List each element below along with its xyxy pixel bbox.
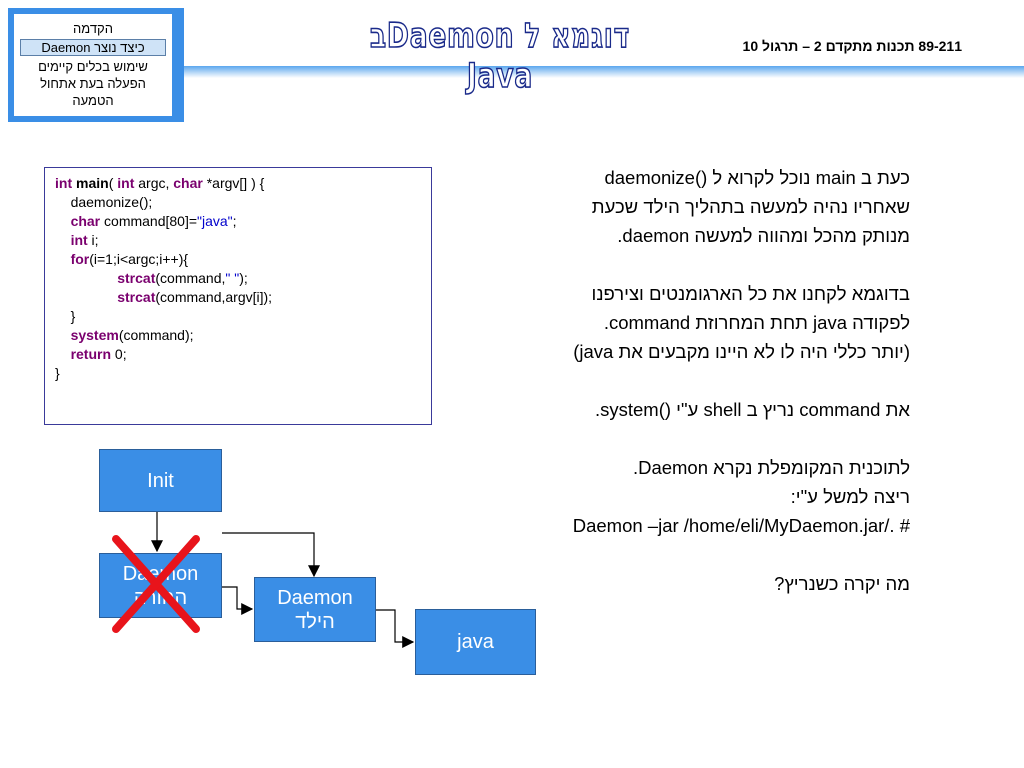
arrow-child-to-java xyxy=(375,609,415,648)
text-line: בדוגמא לקחנו את כל הארגומנטים וצירפנו xyxy=(591,283,910,304)
code-line-6: strcat(command," "); xyxy=(117,270,248,286)
code-line-3: char command[80]="java"; xyxy=(70,213,237,229)
box-java: java xyxy=(415,609,536,675)
box-daemon-child: Daemon הילד xyxy=(254,577,376,642)
code-line-4: int i; xyxy=(70,232,99,248)
slide-title: דוגמא ל Daemonב Java xyxy=(369,15,631,97)
text-line: לתוכנית המקומפלת נקרא Daemon. xyxy=(632,457,910,478)
code-line-7: strcat(command,argv[i]); xyxy=(117,289,273,305)
header-gradient-line xyxy=(184,66,1024,78)
code-line-5: for(i=1;i<argc;i++){ xyxy=(70,251,189,267)
explanation-text: כעת ב main נוכל לקרוא ל ()daemonize שאחר… xyxy=(450,163,910,598)
code-line-9: system(command); xyxy=(70,327,194,343)
code-line-8: } xyxy=(70,308,76,324)
nav-item-boot-start[interactable]: הפעלה בעת אתחול xyxy=(40,76,146,91)
text-line: ריצה למשל ע"י: xyxy=(790,486,910,507)
code-line-1: int main( int argc, char *argv[] ) { xyxy=(55,175,265,191)
box-init: Init xyxy=(99,449,222,512)
code-line-11: } xyxy=(55,365,60,381)
code-line-10: return 0; xyxy=(70,346,127,362)
text-line: את command נריץ ב shell ע"י ()system. xyxy=(594,399,910,420)
text-line: לפקודה java תחת המחרוזת command. xyxy=(603,312,910,333)
header-accent-bar xyxy=(178,8,184,122)
nav-item-intro[interactable]: הקדמה xyxy=(73,21,113,36)
course-title: 89-211 תכנות מתקדם 2 – תרגול 10 xyxy=(742,38,962,54)
arrow-parent-to-child xyxy=(221,586,254,615)
text-line: # ./Daemon –jar /home/eli/MyDaemon.jar xyxy=(572,515,910,536)
text-line: מנותק מהכל ומהווה למעשה daemon. xyxy=(617,225,910,246)
text-line: (יותר כללי היה לו לא היינו מקבעים את jav… xyxy=(573,341,910,362)
text-line: שאחריו נהיה למעשה בתהליך הילד שכעת xyxy=(591,196,910,217)
text-line: כעת ב main נוכל לקרוא ל ()daemonize xyxy=(604,167,910,188)
text-line: מה יקרה כשנריץ? xyxy=(774,573,910,594)
red-cross-icon xyxy=(112,535,200,633)
outline-nav: הקדמה כיצד נוצר Daemon שימוש בכלים קיימי… xyxy=(8,8,178,122)
nav-item-embedding[interactable]: הטמעה xyxy=(72,93,114,108)
code-box: int main( int argc, char *argv[] ) { dae… xyxy=(44,167,432,425)
code-line-2: daemonize(); xyxy=(70,194,153,210)
nav-item-create-daemon[interactable]: כיצד נוצר Daemon xyxy=(20,39,166,56)
arrow-init-to-child xyxy=(222,532,320,578)
nav-item-existing-tools[interactable]: שימוש בכלים קיימים xyxy=(38,59,148,74)
